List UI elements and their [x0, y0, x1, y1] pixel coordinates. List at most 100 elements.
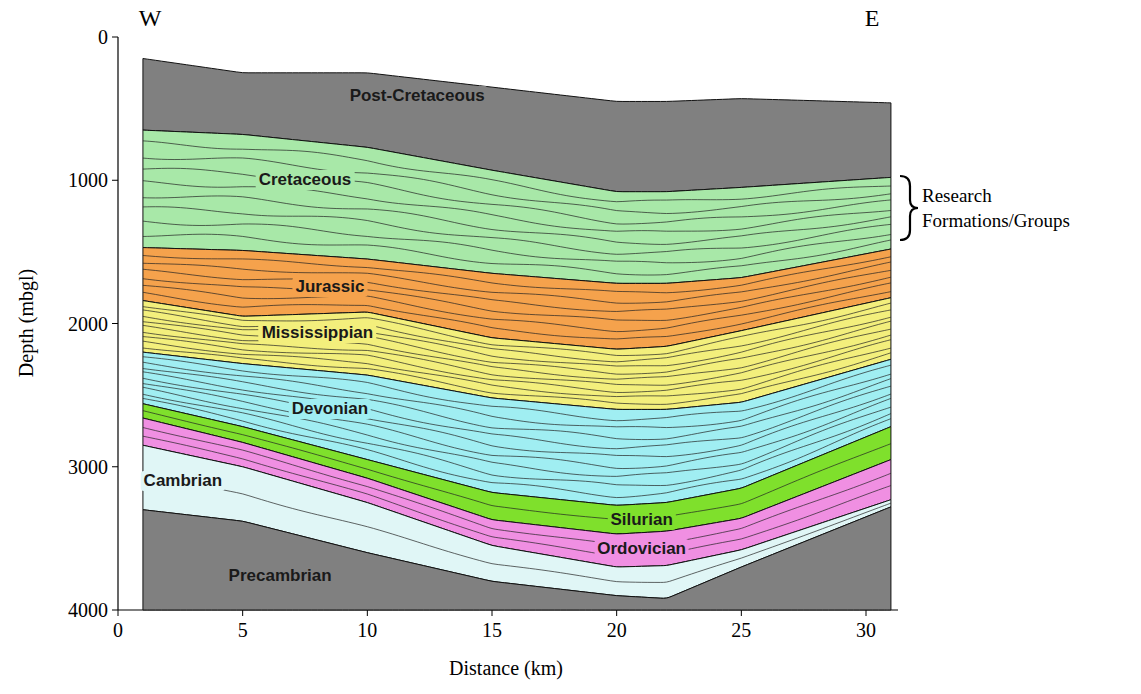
x-tick [367, 610, 368, 616]
layer-line [143, 262, 891, 303]
layer-line [143, 428, 891, 545]
band-label: Cretaceous [256, 170, 355, 190]
band-label: Ordovician [594, 539, 689, 559]
depth-tick-label: 3000 [68, 455, 108, 478]
band-fill [143, 248, 891, 350]
layer-line [143, 332, 891, 385]
band-label: Jurassic [292, 277, 367, 297]
layer-line [143, 384, 891, 469]
layer-line [143, 310, 891, 362]
axis-title: Distance (km) [449, 657, 563, 680]
band-fill [143, 507, 891, 610]
depth-tick-label: 4000 [68, 599, 108, 622]
layer-line [143, 255, 891, 292]
x-tick [242, 610, 243, 616]
layer-line [143, 378, 891, 456]
layer-line [143, 398, 891, 497]
band-fill [143, 352, 891, 505]
depth-tick-label: 1000 [68, 169, 108, 192]
band-label: Cambrian [141, 471, 225, 491]
layer-line [143, 321, 891, 374]
layer-line [143, 277, 891, 320]
x-tick [616, 610, 617, 616]
layer-line [143, 158, 891, 214]
layer-line [143, 292, 891, 339]
x-tick [492, 610, 493, 616]
layer-line [143, 168, 891, 224]
distance-tick-label: 5 [238, 619, 248, 642]
x-tick [118, 610, 119, 616]
distance-tick-label: 20 [607, 619, 627, 642]
band-fill [143, 418, 891, 567]
layer-line [143, 207, 891, 255]
band-label: Precambrian [226, 566, 335, 586]
layer-line [143, 387, 891, 476]
layer-line [143, 348, 891, 404]
depth-tick-label: 2000 [68, 312, 108, 335]
y-tick [112, 610, 118, 611]
layer-line [143, 325, 891, 379]
layer-line [143, 357, 891, 421]
depth-tick-label: 0 [98, 26, 108, 49]
axis-title: Depth (mbgl) [15, 269, 38, 377]
layer-line [143, 283, 891, 332]
bracket-note: Research Formations/Groups [922, 184, 1087, 233]
distance-tick-label: 15 [482, 619, 502, 642]
band-fill [143, 298, 891, 410]
layer-line [143, 141, 891, 202]
x-tick [741, 610, 742, 616]
band-label: Devonian [289, 399, 372, 419]
y-tick [112, 180, 118, 181]
compass-label: W [139, 5, 162, 32]
layer-line [143, 269, 891, 311]
layer-line [143, 181, 891, 232]
layer-line [143, 478, 891, 582]
distance-tick-label: 0 [113, 619, 123, 642]
band-label: Mississippian [259, 323, 376, 343]
compass-label: E [865, 5, 880, 32]
layer-line [143, 337, 891, 393]
band-fill [143, 58, 891, 191]
y-tick [112, 466, 118, 467]
layer-line [143, 316, 891, 366]
layer-line [143, 303, 891, 356]
band-fill [143, 445, 891, 598]
layer-line [143, 436, 891, 556]
layer-line [143, 394, 891, 485]
layer-line [143, 196, 891, 244]
layer-line [143, 362, 891, 427]
distance-tick-label: 10 [357, 619, 377, 642]
band-label: Silurian [607, 510, 675, 530]
band-fill [143, 130, 891, 283]
layer-line [143, 221, 891, 263]
layer-line [143, 372, 891, 449]
y-tick [112, 323, 118, 324]
distance-tick-label: 25 [731, 619, 751, 642]
layer-line [143, 234, 891, 275]
layer-line [143, 341, 891, 396]
bracket [900, 176, 918, 240]
layer-line [143, 411, 891, 520]
y-tick [112, 37, 118, 38]
distance-tick-label: 30 [856, 619, 876, 642]
band-label: Post-Cretaceous [347, 86, 488, 106]
x-axis [118, 609, 898, 610]
